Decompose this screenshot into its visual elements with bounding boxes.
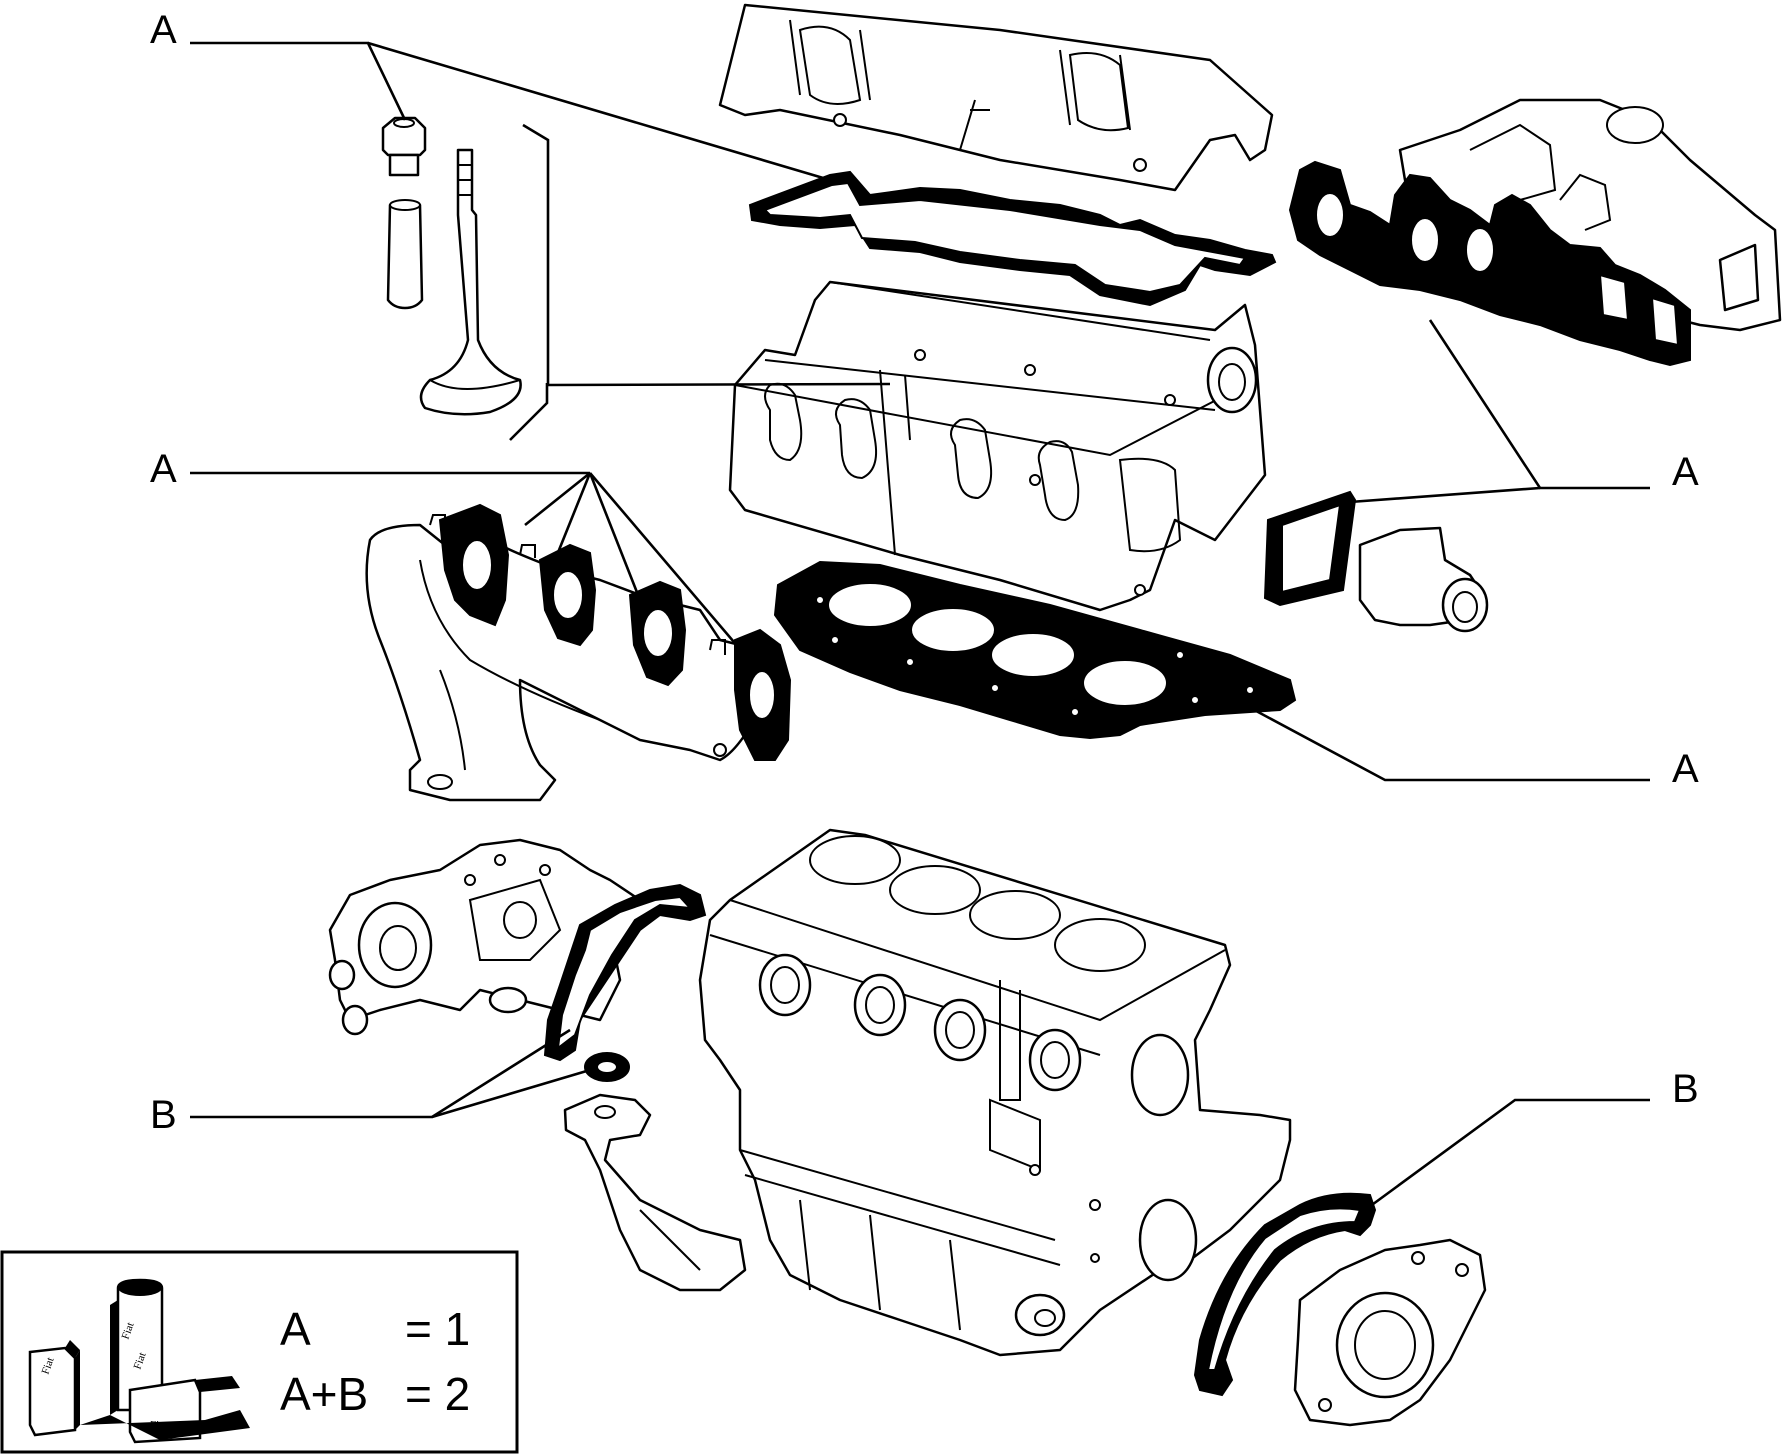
exhaust-gasket-1 (438, 503, 510, 627)
fiat-label-1: Fiat (40, 1356, 57, 1376)
cam-cover (718, 3, 1274, 192)
engine-block (698, 828, 1292, 1357)
exhaust-gasket-3 (628, 580, 687, 687)
rear-seal-gasket (1193, 1192, 1377, 1397)
callout-a-right-lower: A (1672, 747, 1699, 791)
legend-row2-key: A+B (280, 1368, 368, 1420)
cylinder-head-gasket (773, 560, 1297, 740)
water-outlet-gasket (1263, 490, 1357, 607)
fiat-label-2: Fiat (120, 1321, 137, 1341)
cam-cover-gasket (748, 170, 1277, 307)
callout-a-mid-left: A (150, 447, 177, 491)
oil-pickup (563, 1093, 747, 1292)
exhaust-gasket-2 (538, 543, 597, 647)
intake-manifold-gasket (1288, 160, 1691, 367)
oil-seal-ring (584, 1052, 630, 1082)
callout-b-right: B (1672, 1067, 1699, 1111)
callout-a-right-upper: A (1672, 450, 1699, 494)
intake-manifold (1398, 98, 1782, 332)
legend-box: Fiat Fiat Fiat Fiat A = 1 A+B = 2 (0, 1250, 519, 1454)
valve-leader (522, 123, 891, 387)
fiat-label-4: Fiat (150, 1419, 167, 1431)
valve-leader-lower (509, 383, 549, 441)
callout-b-left: B (150, 1093, 177, 1137)
legend-row1-key: A (280, 1303, 311, 1355)
front-cover-gasket (543, 883, 707, 1062)
fiat-label-3: Fiat (132, 1351, 149, 1371)
water-outlet-housing (1358, 526, 1489, 633)
fiat-kit-icon: Fiat Fiat Fiat Fiat (28, 1278, 250, 1444)
legend-row2-value: = 2 (405, 1368, 470, 1420)
leader-lines (190, 41, 1650, 1212)
cylinder-head (728, 280, 1267, 612)
callout-a-top-left: A (150, 8, 177, 52)
valve-assembly (381, 116, 522, 416)
exhaust-gasket-4 (734, 628, 792, 761)
legend-row1-value: = 1 (405, 1303, 470, 1355)
rear-main-seal-cover (1293, 1238, 1487, 1427)
